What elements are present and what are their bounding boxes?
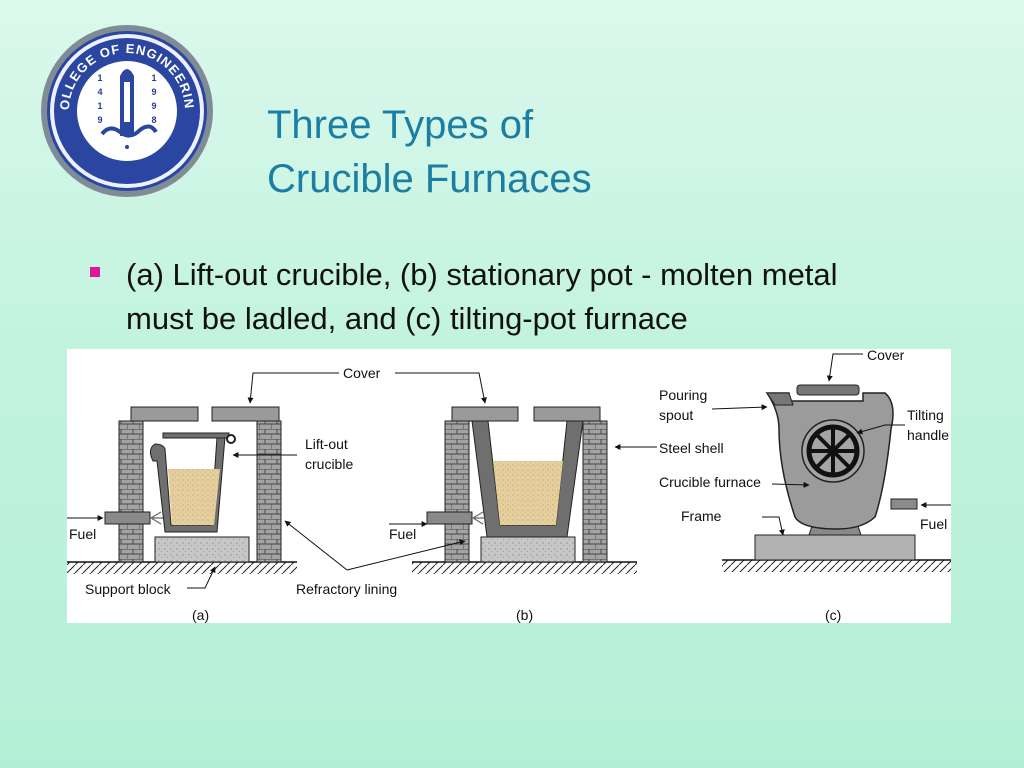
bullet-line2: must be ladled, and (c) tilting-pot furn… — [126, 301, 688, 336]
refractory-wall-b-right — [582, 420, 608, 563]
leader-lines — [67, 353, 951, 589]
pouring-spout-c — [766, 392, 794, 406]
cover-b-right — [533, 406, 601, 422]
burner-c — [890, 498, 918, 510]
ground-c — [722, 560, 951, 572]
logo-left-digits: 1 4 1 9 — [97, 73, 102, 125]
ground-b — [412, 562, 637, 574]
label-tilting-2: handle — [907, 427, 949, 443]
slide-title: Three Types of Crucible Furnaces — [267, 98, 592, 206]
slide-title-line2: Crucible Furnaces — [267, 157, 592, 201]
logo-right-digit: 1 — [151, 73, 156, 83]
cover-a-right — [211, 406, 280, 422]
label-fuel-a: Fuel — [69, 526, 96, 542]
cover-b-left — [451, 406, 519, 422]
burner-b — [426, 511, 473, 525]
molten-metal-b — [493, 461, 563, 525]
logo-left-digit: 1 — [97, 73, 102, 83]
caption-a: (a) — [192, 607, 209, 623]
bullet-text: (a) Lift-out crucible, (b) stationary po… — [126, 253, 976, 341]
label-frame: Frame — [681, 508, 722, 524]
furnace-c — [722, 384, 951, 572]
label-cover-ab: Cover — [343, 365, 381, 381]
cover-c — [796, 384, 860, 396]
ground-a — [67, 562, 297, 574]
molten-metal-a — [168, 469, 220, 525]
bullet-square-icon — [90, 267, 100, 277]
cover-a-left — [130, 406, 199, 422]
furnace-b — [412, 406, 637, 574]
label-crucible-furnace: Crucible furnace — [659, 474, 761, 490]
logo-left-digit: 9 — [97, 115, 102, 125]
logo-left-digit: 1 — [97, 101, 102, 111]
caption-b: (b) — [516, 607, 533, 623]
caption-c: (c) — [825, 607, 841, 623]
label-cover-c: Cover — [867, 349, 905, 363]
label-lift-out-1: Lift-out — [305, 436, 348, 452]
label-refractory-lining: Refractory lining — [296, 581, 397, 597]
logo-right-digit: 8 — [151, 115, 156, 125]
support-block-b — [480, 536, 576, 563]
bullet-line1: (a) Lift-out crucible, (b) stationary po… — [126, 257, 838, 292]
label-tilting-1: Tilting — [907, 407, 944, 423]
college-logo: COLLEGE OF ENGINEERING 1 4 1 9 1 9 9 8 — [40, 24, 213, 197]
logo-right-digits: 1 9 9 8 — [151, 73, 156, 125]
support-block-a — [154, 536, 250, 563]
label-pouring-2: spout — [659, 407, 693, 423]
figure-labels: Cover Lift-out crucible Fuel Fuel Suppor… — [69, 349, 949, 623]
logo-right-digit: 9 — [151, 87, 156, 97]
label-fuel-c: Fuel — [920, 516, 947, 532]
frame-base-c — [754, 534, 916, 561]
refractory-wall-a-left — [118, 420, 144, 563]
logo-calligraphy-icon — [100, 124, 158, 138]
label-lift-out-2: crucible — [305, 456, 353, 472]
label-pouring-1: Pouring — [659, 387, 707, 403]
label-fuel-b: Fuel — [389, 526, 416, 542]
refractory-wall-b-left — [444, 420, 470, 563]
refractory-wall-a-right — [256, 420, 282, 563]
label-support-block: Support block — [85, 581, 172, 597]
logo-right-digit: 9 — [151, 101, 156, 111]
burner-a — [104, 511, 151, 525]
crucible-furnace-figure: Cover Lift-out crucible Fuel Fuel Suppor… — [67, 349, 951, 623]
logo-left-digit: 4 — [97, 87, 102, 97]
slide-title-line1: Three Types of — [267, 103, 534, 147]
label-steel-shell: Steel shell — [659, 440, 724, 456]
furnace-a — [67, 406, 297, 574]
